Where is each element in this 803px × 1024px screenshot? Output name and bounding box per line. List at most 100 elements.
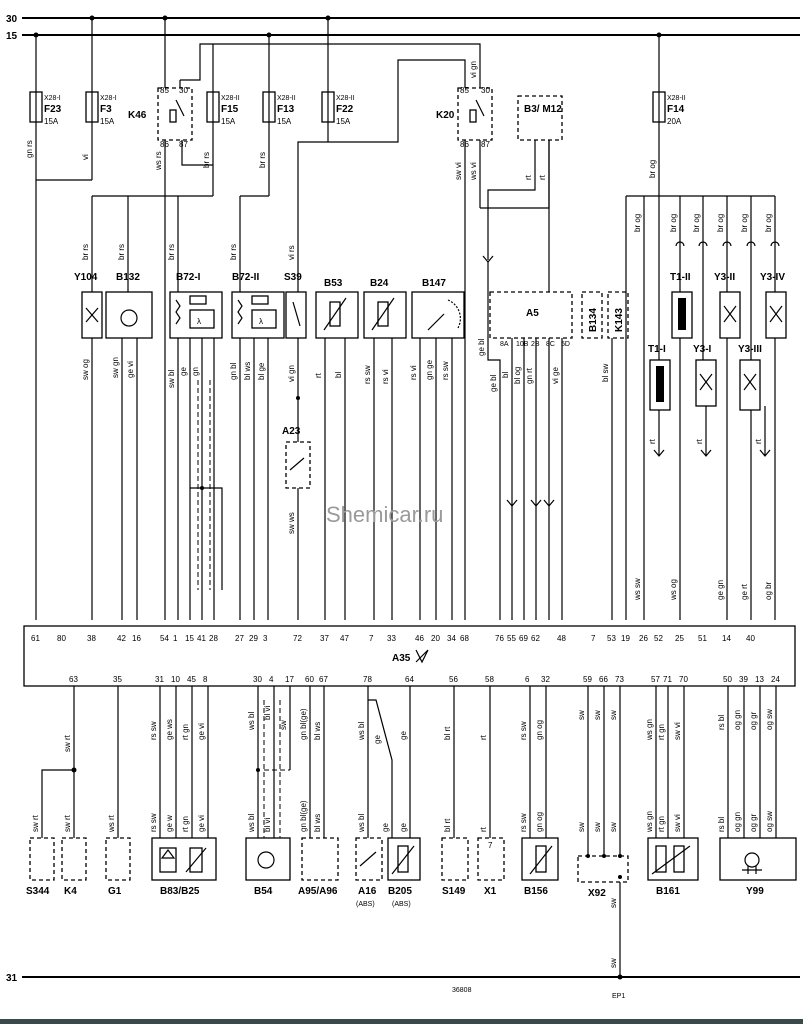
svg-text:og gn: og gn bbox=[733, 812, 742, 832]
svg-text:ws bl: ws bl bbox=[357, 722, 366, 741]
svg-text:rt: rt bbox=[648, 438, 657, 444]
a35-top-pin-14: 14 bbox=[722, 634, 731, 643]
svg-text:F22: F22 bbox=[336, 104, 354, 115]
svg-text:K20: K20 bbox=[436, 110, 455, 121]
svg-text:gn rs: gn rs bbox=[25, 140, 34, 158]
svg-text:br rs: br rs bbox=[117, 244, 126, 260]
svg-text:vi ge: vi ge bbox=[551, 367, 560, 384]
svg-text:λ: λ bbox=[259, 317, 263, 326]
a35-top-pin-1: 1 bbox=[173, 634, 178, 643]
svg-text:rt: rt bbox=[479, 734, 488, 740]
svg-text:B147: B147 bbox=[422, 278, 446, 289]
fuse-f13: X28-II F13 15A br rs bbox=[258, 35, 296, 196]
module-b134: B134 bbox=[581, 291, 603, 339]
a35-top-pin-61: 61 bbox=[31, 634, 40, 643]
svg-text:K143: K143 bbox=[614, 308, 625, 332]
ecu-a35: A35 bbox=[23, 625, 796, 687]
rail-31-label: 31 bbox=[6, 973, 18, 984]
bottom-bar bbox=[0, 1019, 803, 1024]
svg-text:ge: ge bbox=[381, 823, 390, 832]
svg-text:A5: A5 bbox=[526, 308, 539, 319]
a35-top-pin-15: 15 bbox=[185, 634, 194, 643]
svg-text:br og: br og bbox=[740, 214, 749, 232]
svg-text:vi: vi bbox=[81, 154, 90, 160]
svg-text:87: 87 bbox=[179, 140, 188, 149]
svg-text:B161: B161 bbox=[656, 886, 680, 897]
a35-top-pin-33: 33 bbox=[387, 634, 396, 643]
fuse-f3: X28-I F3 15A vi bbox=[81, 18, 117, 180]
svg-text:br og: br og bbox=[648, 160, 657, 178]
svg-text:Y3-IV: Y3-IV bbox=[760, 272, 785, 283]
svg-text:rs bl: rs bl bbox=[717, 715, 726, 730]
fuse-f23: X28-I F23 15A gn rs bbox=[25, 35, 62, 620]
sensor-b3-m12: B3/ M12 rt rt bbox=[482, 95, 563, 620]
svg-text:K46: K46 bbox=[128, 110, 147, 121]
svg-text:A95/A96: A95/A96 bbox=[298, 886, 338, 897]
svg-text:X28-I: X28-I bbox=[44, 95, 61, 102]
svg-text:rt gn: rt gn bbox=[657, 724, 666, 740]
a35-bottom-pin-4: 4 bbox=[269, 675, 274, 684]
svg-text:rt gn: rt gn bbox=[181, 816, 190, 832]
svg-text:sw: sw bbox=[593, 710, 602, 720]
svg-text:20A: 20A bbox=[667, 117, 682, 126]
a35-bottom-pin-6: 6 bbox=[525, 675, 530, 684]
svg-text:15A: 15A bbox=[336, 117, 351, 126]
svg-text:85: 85 bbox=[160, 86, 169, 95]
a35-bottom-pin-17: 17 bbox=[285, 675, 294, 684]
component-b161: ws gn rt gn sw vi ws gn rt gn sw vi B161 bbox=[645, 686, 699, 897]
component-s344: S344 bbox=[26, 837, 55, 897]
svg-text:rt: rt bbox=[524, 174, 533, 180]
svg-text:S344: S344 bbox=[26, 886, 50, 897]
a35-top-pin-46: 46 bbox=[415, 634, 424, 643]
svg-text:ge vi: ge vi bbox=[197, 723, 206, 740]
svg-text:ge: ge bbox=[373, 735, 382, 744]
svg-text:bl ws: bl ws bbox=[243, 362, 252, 380]
svg-text:B132: B132 bbox=[116, 272, 140, 283]
a35-top-pin-16: 16 bbox=[132, 634, 141, 643]
svg-text:sw gn: sw gn bbox=[111, 357, 120, 378]
svg-text:ws gn: ws gn bbox=[645, 811, 654, 833]
a35-top-pin-40: 40 bbox=[746, 634, 755, 643]
svg-text:Y3-I: Y3-I bbox=[693, 344, 712, 355]
a35-top-pin-29: 29 bbox=[249, 634, 258, 643]
svg-text:rs sw: rs sw bbox=[149, 721, 158, 740]
svg-text:sw: sw bbox=[609, 710, 618, 720]
ground-point-ep1: EP1 bbox=[612, 993, 625, 1000]
svg-text:sw ws: sw ws bbox=[287, 512, 296, 534]
svg-text:Y104: Y104 bbox=[74, 272, 98, 283]
svg-text:sw vi: sw vi bbox=[673, 722, 682, 740]
sensor-b147: B147 rs vi gn ge rs sw bbox=[409, 278, 465, 620]
svg-text:gn bl(ge): gn bl(ge) bbox=[299, 708, 308, 740]
svg-text:bl sw: bl sw bbox=[601, 364, 610, 382]
svg-text:Y3-III: Y3-III bbox=[738, 344, 762, 355]
svg-text:rt gn: rt gn bbox=[657, 816, 666, 832]
svg-text:gn rt: gn rt bbox=[525, 367, 534, 384]
svg-text:rt: rt bbox=[695, 438, 704, 444]
svg-text:ge: ge bbox=[399, 823, 408, 832]
svg-text:rs vi: rs vi bbox=[409, 365, 418, 380]
svg-text:Y99: Y99 bbox=[746, 886, 764, 897]
svg-text:og gr: og gr bbox=[749, 813, 758, 832]
svg-text:A23: A23 bbox=[282, 426, 301, 437]
a35-bottom-pin-78: 78 bbox=[363, 675, 372, 684]
a35-bottom-pin-30: 30 bbox=[253, 675, 262, 684]
svg-text:15A: 15A bbox=[44, 117, 59, 126]
a35-top-pin-62: 62 bbox=[531, 634, 540, 643]
svg-text:bl ws: bl ws bbox=[313, 722, 322, 740]
svg-text:br rs: br rs bbox=[167, 244, 176, 260]
svg-text:F15: F15 bbox=[221, 104, 239, 115]
a35-top-pin-76: 76 bbox=[495, 634, 504, 643]
svg-text:rs sw: rs sw bbox=[441, 361, 450, 380]
fuse-f22: X28-II F22 15A bbox=[321, 18, 355, 142]
module-k143: K143 bl sw bbox=[601, 196, 629, 620]
a35-top-pin-25: 25 bbox=[675, 634, 684, 643]
svg-text:og gn: og gn bbox=[733, 710, 742, 730]
sensor-b53: B53 rt bl bbox=[314, 278, 359, 620]
component-b83-b25: rs sw ge ws rt gn ge vi rs sw ge w rt gn… bbox=[149, 686, 217, 897]
svg-text:br rs: br rs bbox=[202, 152, 211, 168]
sensor-b132: br rs B132 sw gn ge vi bbox=[105, 196, 153, 620]
wire-cross bbox=[190, 487, 223, 590]
svg-text:br og: br og bbox=[633, 214, 642, 232]
a35-top-pin-42: 42 bbox=[117, 634, 126, 643]
